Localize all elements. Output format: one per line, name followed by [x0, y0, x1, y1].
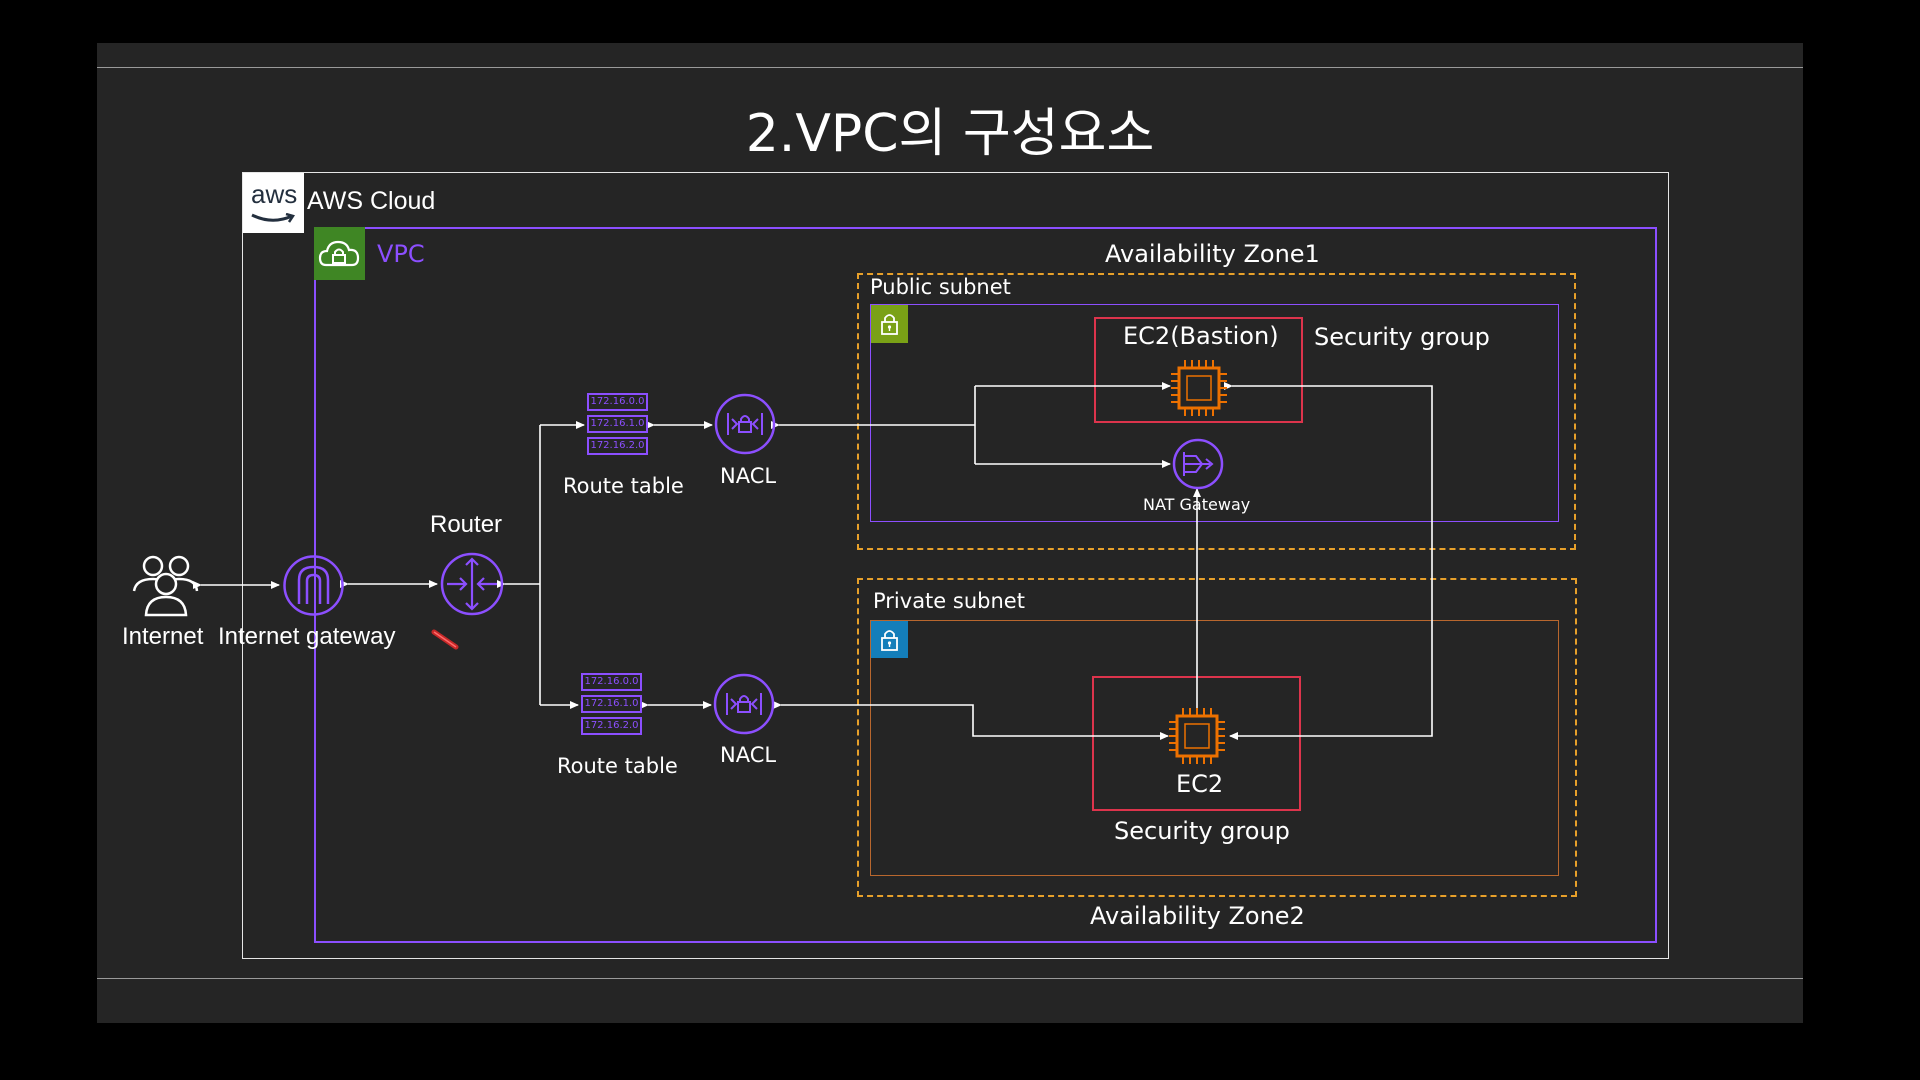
internet-gateway-label: Internet gateway — [218, 623, 396, 650]
lock-icon — [881, 314, 898, 335]
route-table-bottom-icon: 172.16.0.0 172.16.1.0 172.16.2.0 — [581, 673, 644, 737]
private-ec2-label: EC2 — [1176, 770, 1224, 798]
internet-users-icon — [130, 551, 200, 617]
internet-gateway-icon — [282, 554, 345, 617]
bastion-ec2-label: EC2(Bastion) — [1123, 322, 1279, 350]
aws-logo-text: aws — [251, 179, 298, 209]
aws-cloud-container — [242, 172, 1669, 959]
aws-logo: aws — [243, 173, 304, 233]
internet-label: Internet — [122, 623, 204, 650]
slide-title: 2.VPC의 구성요소 — [745, 104, 1155, 164]
vpc-badge — [314, 227, 365, 280]
nacl-bottom-to-private-ec2-link — [773, 701, 1169, 740]
route-table-top-label: Route table — [563, 474, 684, 498]
nacl-top-label: NACL — [720, 464, 777, 488]
private-subnet-badge — [871, 621, 908, 658]
nat-gateway-icon — [1172, 438, 1224, 490]
lock-icon — [881, 630, 898, 651]
ec2-private-chip-icon — [1169, 708, 1225, 764]
route-entry: 172.16.2.0 — [587, 437, 648, 455]
laser-pointer-cursor-icon — [431, 628, 461, 656]
az1-container — [857, 273, 1576, 550]
route-entry: 172.16.1.0 — [587, 415, 648, 433]
bastion-to-private-ec2-link — [1224, 382, 1433, 740]
az2-label: Availability Zone2 — [1090, 902, 1305, 930]
private-security-group-label: Security group — [1114, 817, 1290, 845]
nacl-bottom-icon — [713, 673, 775, 735]
route-table-bottom-label: Route table — [557, 754, 678, 778]
private-subnet-container — [870, 620, 1559, 876]
aws-cloud-label: AWS Cloud — [307, 187, 436, 215]
router-label: Router — [430, 511, 503, 538]
bastion-security-group-label: Security group — [1314, 323, 1490, 351]
route-entry: 172.16.1.0 — [581, 695, 642, 713]
nacl-bottom-label: NACL — [720, 743, 777, 767]
route-entry: 172.16.0.0 — [587, 393, 648, 411]
nacl-top-icon — [714, 393, 776, 455]
private-subnet-label: Private subnet — [873, 589, 1025, 613]
route-entry: 172.16.2.0 — [581, 717, 642, 735]
bastion-security-group — [1094, 317, 1303, 423]
route-table-top-icon: 172.16.0.0 172.16.1.0 172.16.2.0 — [587, 393, 650, 457]
vpc-label: VPC — [377, 240, 425, 268]
bottom-divider — [97, 978, 1803, 979]
public-subnet-badge — [871, 305, 908, 343]
vpc-cloud-lock-icon — [318, 240, 360, 267]
vpc-container — [314, 227, 1657, 943]
public-subnet-label: Public subnet — [870, 275, 1011, 299]
top-divider — [97, 67, 1803, 68]
nat-gateway-label: NAT Gateway — [1143, 495, 1251, 514]
slide: 2.VPC의 구성요소 — [97, 43, 1803, 1023]
az1-label: Availability Zone1 — [1105, 240, 1320, 268]
aws-smile-icon — [251, 213, 295, 223]
route-entry: 172.16.0.0 — [581, 673, 642, 691]
public-subnet-container — [870, 304, 1559, 522]
router-icon — [439, 551, 505, 617]
ec2-bastion-chip-icon — [1171, 360, 1227, 416]
